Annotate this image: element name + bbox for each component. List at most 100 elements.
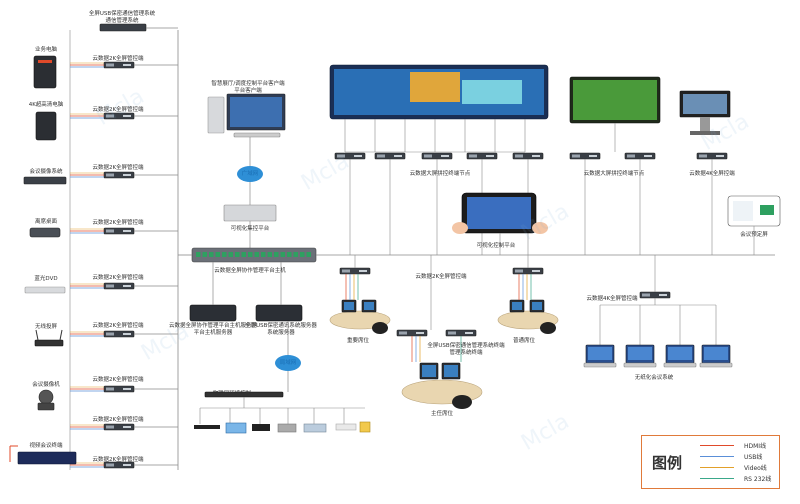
kvm-port bbox=[424, 154, 432, 158]
bluray-player bbox=[24, 286, 66, 294]
switch-port bbox=[274, 252, 279, 257]
legend-title: 图例 bbox=[652, 454, 683, 472]
tower-pc-4k bbox=[35, 111, 57, 141]
kvm-port bbox=[123, 230, 131, 232]
legend-swatch bbox=[700, 467, 734, 469]
server-left-label: 云数据全屏协作管理平台主机服务器 bbox=[168, 323, 258, 329]
kvm-port bbox=[123, 285, 131, 287]
kvm-port bbox=[354, 155, 362, 157]
kvm-port bbox=[716, 155, 724, 157]
kvm-port bbox=[659, 294, 667, 296]
wall-map bbox=[462, 80, 522, 104]
sign-panel bbox=[733, 201, 753, 221]
tv-wall-screen bbox=[573, 80, 657, 120]
kvm-port bbox=[106, 463, 114, 467]
iot-device bbox=[194, 425, 220, 429]
meeting-camera-system-label: 会议摄像系统 bbox=[29, 169, 63, 175]
switch-port bbox=[248, 252, 253, 257]
switch-port bbox=[222, 252, 227, 257]
wireless-projector bbox=[34, 339, 64, 347]
legend-item: USB线 bbox=[700, 452, 778, 461]
kvm-port bbox=[123, 115, 131, 117]
kvm-port bbox=[106, 114, 114, 118]
keyboard bbox=[233, 132, 281, 138]
paperless-screen bbox=[704, 347, 728, 360]
kvm-port bbox=[399, 331, 407, 335]
kvm-port bbox=[342, 269, 350, 273]
seat-screen bbox=[422, 365, 436, 377]
iot-control-label: 物联网环境控制 bbox=[212, 391, 252, 397]
kvm-2k-label: 云数据2K全屏管控端 bbox=[92, 323, 144, 329]
server-left bbox=[189, 304, 237, 322]
client-tower bbox=[207, 96, 225, 134]
switch-label: 云数据全屏协作管理平台主机 bbox=[214, 268, 286, 274]
meeting-sign-label: 会议预定屏 bbox=[740, 232, 768, 238]
kvm-port bbox=[359, 270, 367, 272]
kvm-2k-label: 云数据2K全屏管控端 bbox=[92, 457, 144, 463]
center-usb-label: 全屏USB保密通信管理系统终端 bbox=[427, 343, 505, 349]
stand bbox=[700, 117, 710, 131]
wall-map bbox=[410, 72, 460, 102]
antenna bbox=[59, 329, 63, 341]
legend-item: Video线 bbox=[700, 463, 778, 472]
kvm-port bbox=[515, 154, 523, 158]
paperless-screen bbox=[668, 347, 692, 360]
iot-device bbox=[359, 421, 371, 433]
tablet-screen bbox=[467, 197, 531, 229]
top-usb-system-label-2: 通信管理系统 bbox=[105, 18, 139, 24]
switch-port bbox=[306, 252, 311, 257]
seat-screen bbox=[512, 302, 522, 310]
client-label-2: 平台客户端 bbox=[234, 88, 262, 94]
top-guide bbox=[172, 30, 776, 31]
kvm-port bbox=[532, 270, 540, 272]
vis-platform-label: 可视化集控平台 bbox=[230, 226, 270, 232]
switch-port bbox=[261, 252, 266, 257]
tv-wall-label: 云数据大屏拼控终端节点 bbox=[583, 171, 645, 177]
hand bbox=[532, 222, 548, 234]
iot-device bbox=[303, 423, 327, 433]
kvm-port bbox=[106, 387, 114, 391]
bluray-label: 蓝光DVD bbox=[34, 276, 58, 282]
kvm-2k-label: 云数据2K全屏管控端 bbox=[92, 107, 144, 113]
kvm-port bbox=[416, 332, 424, 334]
antenna bbox=[35, 329, 39, 341]
switch-port bbox=[202, 252, 207, 257]
center-usb-label-2: 管理系统终端 bbox=[449, 350, 483, 356]
sign-badge bbox=[760, 205, 774, 215]
cloud-internal-label: 广域网 bbox=[241, 171, 259, 177]
kvm-port bbox=[486, 155, 494, 157]
switch-port bbox=[215, 252, 220, 257]
switch-port bbox=[209, 252, 214, 257]
meeting-camera-label: 会议摄像机 bbox=[32, 382, 60, 388]
kvm-port bbox=[627, 154, 635, 158]
kvm-port bbox=[572, 154, 580, 158]
legend-swatch bbox=[700, 445, 734, 447]
center-pair-label: 云数据2K全屏管控端 bbox=[415, 274, 467, 280]
kvm-port bbox=[123, 64, 131, 66]
seat-screen bbox=[532, 302, 542, 310]
switch-port bbox=[300, 252, 305, 257]
top-usb-system-label: 全屏USB保密通信管理系统 bbox=[88, 11, 156, 17]
curved-wall-label: 云数据大屏拼控终端节点 bbox=[409, 171, 471, 177]
legend-label: RS 232线 bbox=[744, 476, 772, 483]
usb-system-box bbox=[99, 23, 147, 32]
server-right-label-2: 系统服务器 bbox=[267, 330, 295, 336]
legend-swatch bbox=[700, 478, 734, 480]
terminal-base bbox=[583, 362, 617, 368]
desk-terminal-box bbox=[29, 227, 61, 238]
kvm-port bbox=[106, 229, 114, 233]
paperless-screen bbox=[628, 347, 652, 360]
kvm-port bbox=[465, 332, 473, 334]
kvm-port bbox=[469, 154, 477, 158]
host-computer-label: 业务电脑 bbox=[34, 47, 58, 53]
iot-device bbox=[252, 424, 270, 431]
stand-base bbox=[690, 131, 720, 135]
kvm-port bbox=[448, 331, 456, 335]
iot-device bbox=[277, 423, 297, 433]
camera-head bbox=[38, 389, 54, 405]
switch-port bbox=[280, 252, 285, 257]
legend-label: HDMI线 bbox=[744, 443, 767, 450]
tower-pc bbox=[33, 55, 57, 89]
